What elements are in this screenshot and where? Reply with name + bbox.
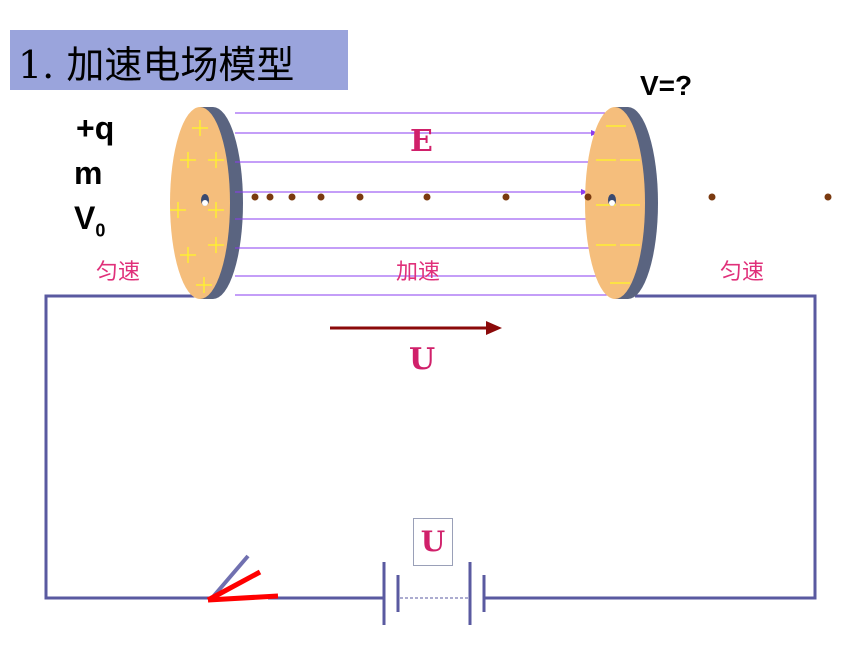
switch — [206, 554, 279, 603]
battery — [382, 562, 486, 625]
field-label: E — [410, 124, 433, 159]
positive-plate — [170, 107, 243, 299]
electric-field-lines — [235, 110, 640, 298]
voltage-direction-arrow — [330, 321, 502, 335]
battery-voltage-label: U — [420, 525, 446, 558]
velocity-subscript: 0 — [95, 220, 106, 241]
mass-label: m — [74, 155, 103, 191]
initial-velocity-label: V0 — [74, 200, 105, 241]
particle-positions — [251, 193, 832, 201]
charge-label: +q — [76, 110, 115, 146]
region-right-label: 匀速 — [720, 260, 765, 285]
region-middle-label: 加速 — [396, 260, 441, 285]
diagram-title: 1. 加速电场模型 — [18, 43, 295, 87]
region-left-label: 匀速 — [96, 260, 141, 285]
velocity-symbol: V — [74, 200, 96, 236]
battery-voltage-box: U — [413, 518, 453, 566]
final-velocity-label: V=? — [640, 70, 693, 101]
circuit-wire — [44, 294, 817, 600]
negative-plate — [585, 107, 658, 299]
title-background — [10, 30, 348, 90]
voltage-label: U — [409, 342, 436, 377]
